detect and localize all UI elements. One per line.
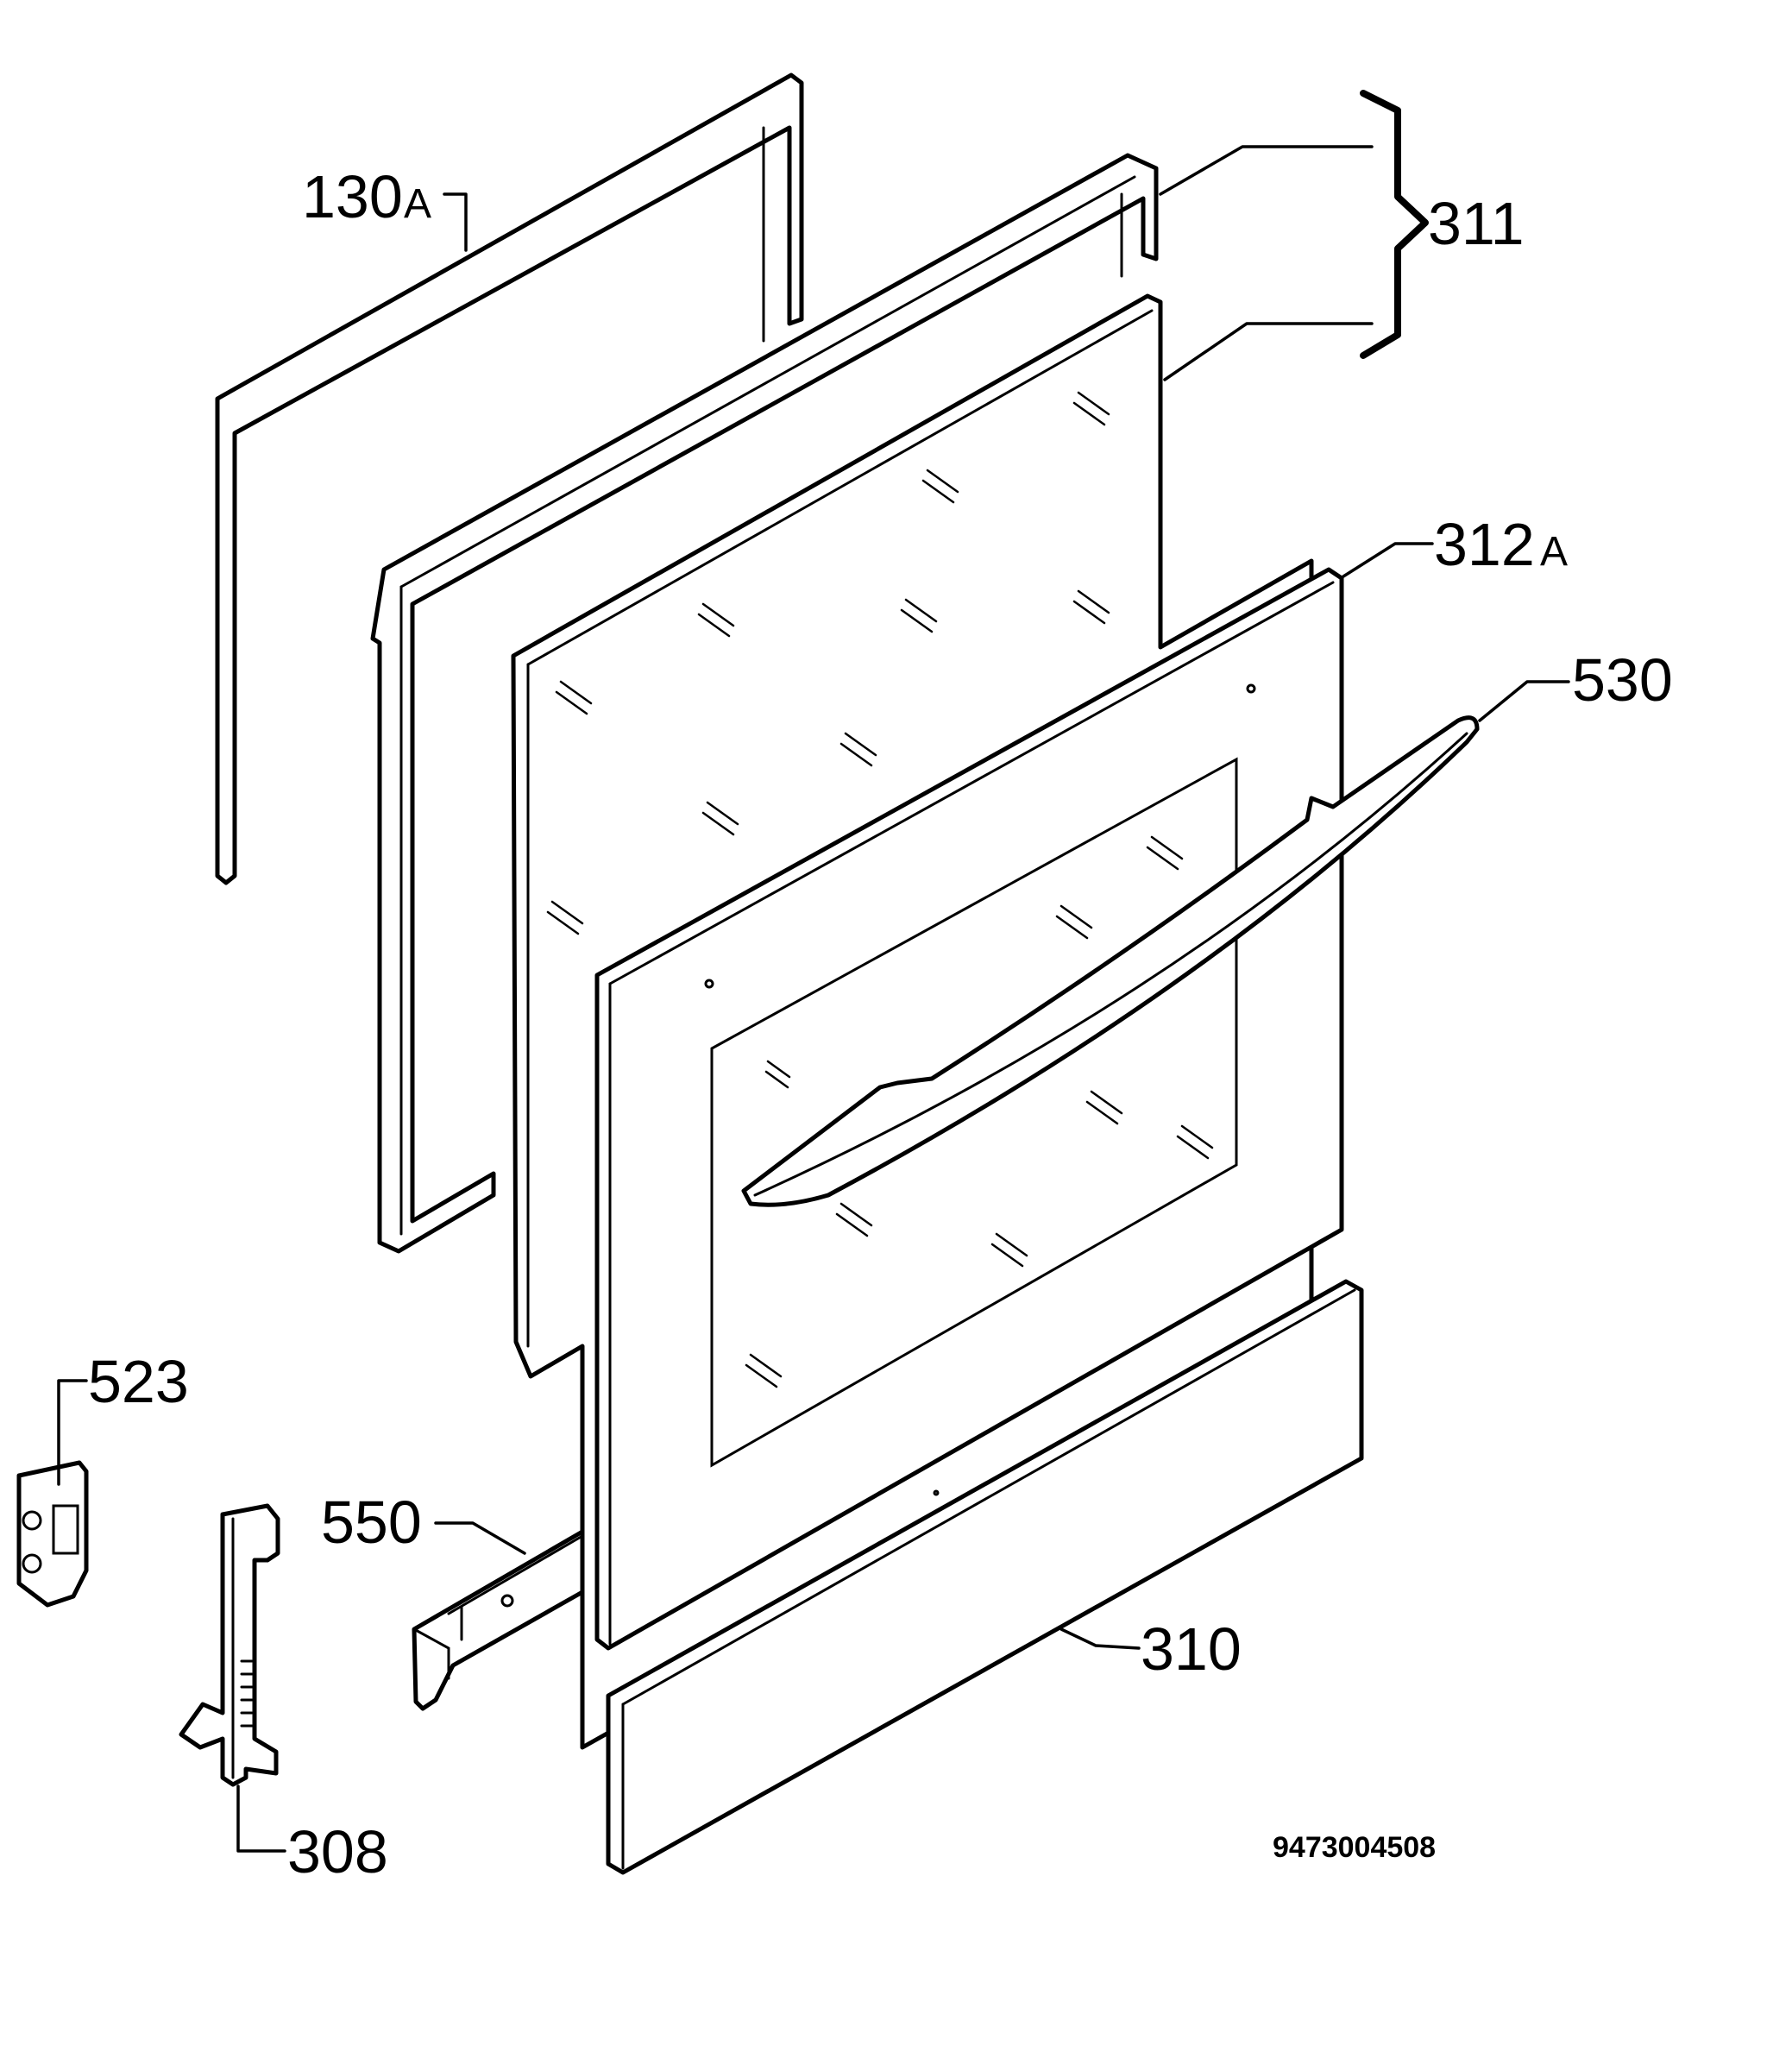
label-311: 311 [1428,190,1525,257]
door-handle [741,715,1480,1207]
label-523: 523 [88,1348,189,1415]
hinge [16,1460,89,1608]
brace-311 [1360,90,1429,359]
label-130a-number: 130 [302,163,403,230]
label-550: 550 [321,1489,422,1556]
leader-lines [57,145,1570,1853]
bottom-trim-strip [606,1279,1364,1875]
door-bracket [412,1529,585,1711]
gasket-frame [215,72,804,885]
hinge-catch [179,1503,280,1787]
leader-130a [443,192,468,252]
label-312a-suffix: A [1540,529,1568,575]
label-130a-suffix: A [404,181,431,227]
leader-530 [1478,680,1570,722]
label-312a-number: 312 [1434,511,1535,578]
inner-glass-frame [370,153,1159,1254]
glass-reflection-marks [546,391,1110,935]
leader-308 [236,1785,286,1853]
leader-550 [434,1521,526,1555]
leader-523 [57,1379,88,1486]
label-308: 308 [287,1818,388,1885]
part-labels: 130 A 311 312 A 530 523 550 310 308 9473… [88,163,1673,1885]
leader-312a [1342,542,1434,578]
label-530: 530 [1572,646,1673,714]
leader-311-bottom [1163,322,1374,381]
leader-310 [1059,1627,1141,1650]
leader-311-top [1159,145,1374,196]
window-reflection-marks [745,835,1214,1388]
drawing-number: 9473004508 [1273,1831,1436,1864]
label-310: 310 [1141,1615,1242,1683]
